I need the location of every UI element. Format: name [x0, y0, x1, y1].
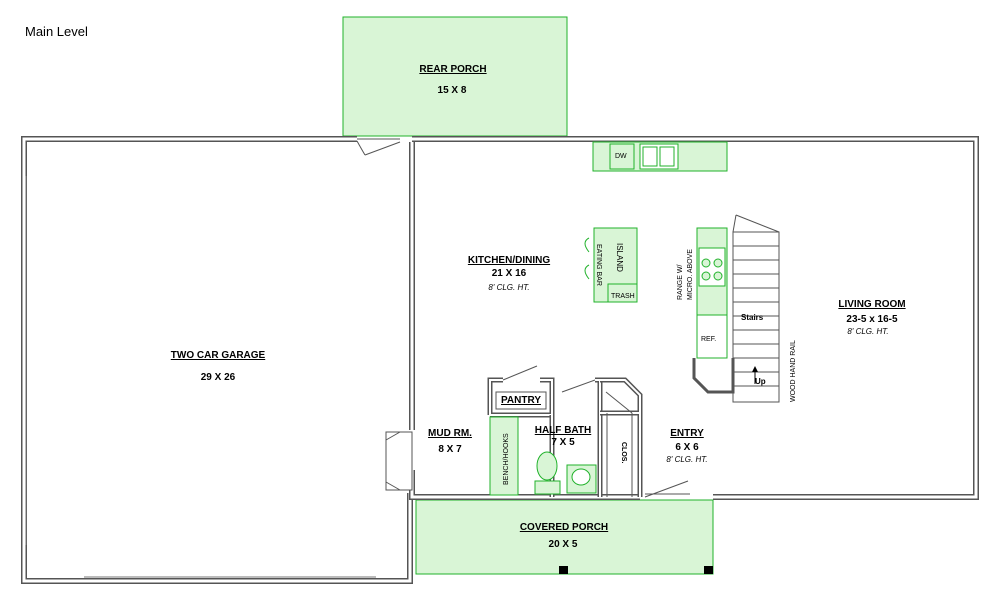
house-walls — [409, 136, 979, 500]
kitchen-dining-dims: 21 X 16 — [492, 268, 527, 279]
stairs — [692, 214, 780, 403]
rear-porch-area — [342, 16, 568, 137]
hand-rail-label: WOOD HAND RAIL — [790, 340, 797, 402]
entry-ceiling: 8' CLG. HT. — [666, 455, 707, 464]
bench-hooks-label: BENCH/HOOKS — [503, 433, 510, 485]
sink-icon — [566, 464, 597, 494]
rear-porch-dims: 15 X 8 — [438, 85, 467, 96]
porch-post — [704, 566, 713, 574]
living-room-ceiling: 8' CLG. HT. — [847, 327, 888, 336]
entry-dims: 6 X 6 — [675, 442, 699, 453]
kitchen-dining-name: KITCHEN/DINING — [468, 255, 550, 266]
bath-door — [561, 379, 596, 393]
kitchen-counter — [592, 141, 728, 172]
range-counter — [696, 227, 728, 359]
stairs-label: Stairs — [741, 313, 764, 322]
toilet-icon — [534, 451, 561, 495]
dw-label: DW — [615, 153, 627, 160]
garage-dims: 29 X 26 — [201, 372, 236, 383]
entry-door — [644, 480, 690, 498]
island-label: ISLAND — [615, 243, 624, 272]
closet-label: CLOS. — [620, 442, 627, 463]
kitchen-island — [584, 227, 638, 303]
pantry-door — [502, 365, 538, 381]
garage-door-swing — [356, 138, 401, 156]
covered-porch-dims: 20 X 5 — [549, 539, 578, 550]
range-label-1: RANGE W/ — [677, 265, 684, 300]
porch-post — [559, 566, 568, 574]
garage-name: TWO CAR GARAGE — [171, 350, 266, 361]
covered-porch-name: COVERED PORCH — [520, 522, 608, 533]
eating-bar-label: EATING BAR — [595, 244, 602, 286]
entry-name: ENTRY — [670, 428, 704, 439]
mud-room-dims: 8 X 7 — [438, 444, 462, 455]
covered-porch-area — [415, 499, 714, 575]
rear-porch-name: REAR PORCH — [419, 64, 486, 75]
living-room-name: LIVING ROOM — [838, 299, 905, 310]
plan-title: Main Level — [25, 24, 88, 39]
up-arrow-icon — [752, 366, 758, 372]
ref-label: REF. — [701, 336, 716, 343]
kitchen-dining-ceiling: 8' CLG. HT. — [488, 283, 529, 292]
trash-label: TRASH — [611, 293, 635, 300]
half-bath-dims: 7 X 5 — [551, 437, 575, 448]
closet-walls — [600, 377, 643, 497]
range-label-2: MICRO. ABOVE — [687, 249, 694, 300]
mud-room-name: MUD RM. — [428, 428, 472, 439]
bench-hooks — [489, 416, 519, 496]
half-bath-name: HALF BATH — [535, 425, 591, 436]
up-label: Up — [755, 377, 766, 386]
mudroom-door — [385, 431, 413, 491]
pantry-label: PANTRY — [501, 395, 541, 406]
living-room-dims: 23-5 x 16-5 — [846, 314, 898, 325]
